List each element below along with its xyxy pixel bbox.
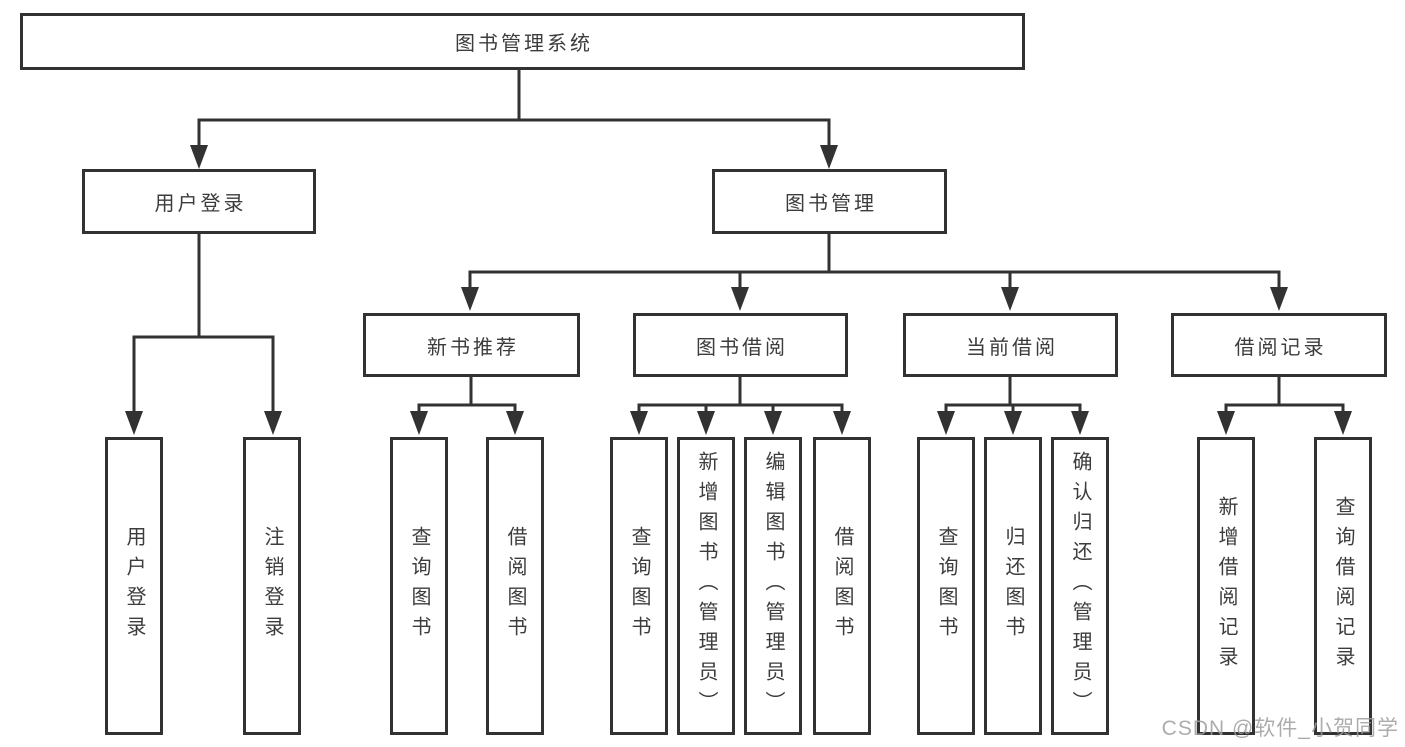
node-current-borrowing: 当前借阅 [903,313,1118,377]
leaf-logout: 注销登录 [243,437,301,735]
arrow-down-icon [937,411,955,435]
leaf-edit-books-admin: 编辑图书（管理员） [744,437,802,735]
leaf-query-books-borrowing: 查询图书 [610,437,668,735]
edge-records-children [1224,377,1345,413]
edge-new-books-children [417,377,517,413]
node-book-borrowing: 图书借阅 [633,313,848,377]
arrow-down-icon [731,287,749,311]
leaf-query-books-current: 查询图书 [917,437,975,735]
arrow-down-icon [820,145,838,169]
leaf-user-login: 用户登录 [105,437,163,735]
arrow-down-icon [1270,287,1288,311]
arrow-down-icon [1334,411,1352,435]
csdn-watermark: CSDN @软件_小贺同学 [1161,717,1399,740]
arrow-down-icon [1071,411,1089,435]
arrowhead-icons [125,145,1352,435]
node-library-system: 图书管理系统 [20,13,1025,70]
arrow-down-icon [1004,411,1022,435]
node-book-management: 图书管理 [712,169,947,234]
arrow-down-icon [190,145,208,169]
arrow-down-icon [125,411,143,435]
node-new-book-recommend: 新书推荐 [363,313,580,377]
node-borrowing-records: 借阅记录 [1171,313,1387,377]
leaf-return-books: 归还图书 [984,437,1042,735]
leaf-add-borrow-record: 新增借阅记录 [1197,437,1255,735]
arrow-down-icon [630,411,648,435]
arrow-down-icon [410,411,428,435]
leaf-add-books-admin: 新增图书（管理员） [677,437,735,735]
arrow-down-icon [764,411,782,435]
arrow-down-icon [264,411,282,435]
edge-current-children [944,377,1082,413]
arrow-down-icon [697,411,715,435]
arrow-down-icon [1001,287,1019,311]
arrow-down-icon [506,411,524,435]
edge-user-login-children [132,233,275,413]
leaf-confirm-return-admin: 确认归还（管理员） [1051,437,1109,735]
leaf-borrow-books: 借阅图书 [813,437,871,735]
arrow-down-icon [833,411,851,435]
arrow-down-icon [1217,411,1235,435]
leaf-borrow-books-recommend: 借阅图书 [486,437,544,735]
leaf-query-books-recommend: 查询图书 [390,437,448,735]
edge-root-to-level2 [197,69,831,148]
leaf-query-borrow-record: 查询借阅记录 [1314,437,1372,735]
edge-borrow-children [637,377,844,413]
edge-book-mgmt-children [468,233,1281,288]
arrow-down-icon [461,287,479,311]
node-user-login-group: 用户登录 [82,169,316,234]
